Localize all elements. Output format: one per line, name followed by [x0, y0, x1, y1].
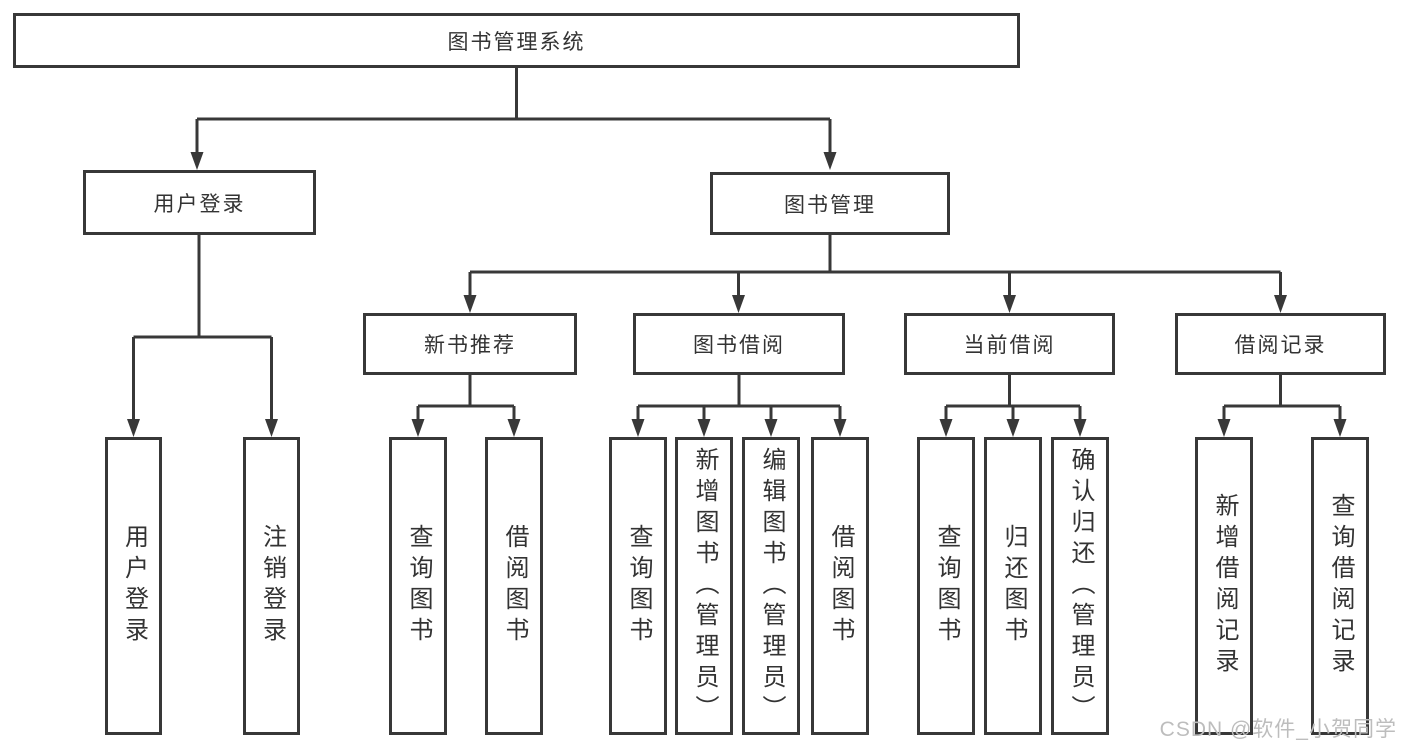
leaf-logout: 注销登录 — [243, 437, 300, 735]
leaf-label: 注销登录 — [258, 524, 286, 648]
leaf-borrow-books-1: 借阅图书 — [485, 437, 543, 735]
leaf-label: 新增借阅记录 — [1211, 493, 1238, 679]
leaf-label: 归还图书 — [1000, 524, 1027, 648]
borrow-record-node: 借阅记录 — [1175, 313, 1386, 375]
current-borrow-node: 当前借阅 — [904, 313, 1115, 375]
leaf-query-borrow-record: 查询借阅记录 — [1311, 437, 1369, 735]
leaf-add-books-admin: 新增图书（管理员） — [675, 437, 733, 735]
leaf-query-books-1: 查询图书 — [389, 437, 447, 735]
leaf-user-login: 用户登录 — [105, 437, 162, 735]
leaf-label: 查询借阅记录 — [1327, 493, 1354, 679]
leaf-edit-books-admin: 编辑图书（管理员） — [742, 437, 800, 735]
leaf-label: 借阅图书 — [501, 524, 528, 648]
csdn-watermark: CSDN @软件_小贺同学 — [1159, 718, 1397, 741]
leaf-label: 新增图书（管理员） — [691, 446, 718, 726]
leaf-label: 用户登录 — [120, 524, 148, 648]
leaf-confirm-return-admin: 确认归还（管理员） — [1051, 437, 1109, 735]
leaf-label: 编辑图书（管理员） — [758, 446, 785, 726]
leaf-label: 查询图书 — [625, 524, 652, 648]
leaf-borrow-books-2: 借阅图书 — [811, 437, 869, 735]
leaf-return-books: 归还图书 — [984, 437, 1042, 735]
leaf-label: 确认归还（管理员） — [1067, 446, 1094, 726]
book-management-node: 图书管理 — [710, 172, 950, 235]
new-book-recommend-node: 新书推荐 — [363, 313, 577, 375]
leaf-add-borrow-record: 新增借阅记录 — [1195, 437, 1253, 735]
leaf-label: 查询图书 — [405, 524, 432, 648]
leaf-label: 查询图书 — [933, 524, 960, 648]
root-node-library-system: 图书管理系统 — [13, 13, 1020, 68]
user-login-node: 用户登录 — [83, 170, 316, 235]
book-borrow-node: 图书借阅 — [633, 313, 845, 375]
leaf-query-books-3: 查询图书 — [917, 437, 975, 735]
leaf-query-books-2: 查询图书 — [609, 437, 667, 735]
leaf-label: 借阅图书 — [827, 524, 854, 648]
